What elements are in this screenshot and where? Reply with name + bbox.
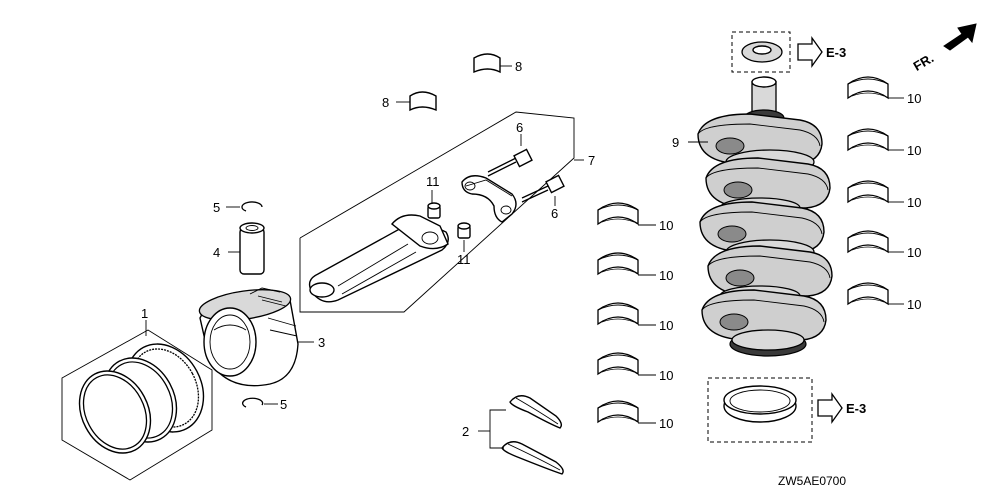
callout-9: 9 bbox=[672, 135, 679, 150]
callout-10-right-2: 10 bbox=[907, 143, 921, 158]
piston-pin-clip-bottom bbox=[242, 397, 278, 408]
callout-11-upper: 11 bbox=[426, 174, 440, 189]
rod-bearing-lower bbox=[396, 91, 437, 112]
leader-bracket-2 bbox=[478, 409, 506, 449]
callout-4: 4 bbox=[213, 245, 220, 260]
callout-10-left-1: 10 bbox=[659, 218, 673, 233]
rod-dowel-lower bbox=[457, 222, 471, 252]
callout-10-left-4: 10 bbox=[659, 368, 673, 383]
callout-5-bottom: 5 bbox=[280, 397, 287, 412]
callout-5-top: 5 bbox=[213, 200, 220, 215]
piston bbox=[198, 287, 314, 387]
rod-bolt-lower bbox=[521, 174, 565, 206]
callout-10-right-4: 10 bbox=[907, 245, 921, 260]
callout-10-right-5: 10 bbox=[907, 297, 921, 312]
diagram-code: ZW5AE0700 bbox=[778, 474, 846, 488]
callout-11-lower: 11 bbox=[457, 252, 471, 267]
rod-dowel-upper bbox=[427, 190, 441, 219]
callout-2: 2 bbox=[462, 424, 469, 439]
front-direction-arrow-icon bbox=[943, 23, 977, 51]
connecting-rod bbox=[308, 214, 449, 303]
front-label: FR. bbox=[911, 50, 937, 73]
callout-8-upper: 8 bbox=[515, 59, 522, 74]
main-bearings-left bbox=[597, 202, 656, 424]
crankshaft bbox=[688, 76, 833, 357]
callout-7: 7 bbox=[588, 153, 595, 168]
connecting-rod-assembly bbox=[299, 111, 584, 313]
front-oil-seal bbox=[731, 31, 823, 73]
callout-6-lower: 6 bbox=[551, 206, 558, 221]
callout-10-left-2: 10 bbox=[659, 268, 673, 283]
connecting-rod-cap bbox=[461, 175, 517, 223]
callout-6-upper: 6 bbox=[516, 120, 523, 135]
arrow-e3-top-icon bbox=[797, 35, 823, 69]
rod-bearing-upper bbox=[473, 53, 512, 74]
main-bearings-right bbox=[847, 76, 904, 305]
rear-oil-seal bbox=[707, 377, 843, 443]
callout-1: 1 bbox=[141, 306, 148, 321]
piston-rings-group bbox=[61, 320, 213, 481]
rings-outline-box bbox=[61, 329, 213, 481]
callout-10-left-3: 10 bbox=[659, 318, 673, 333]
piston-pin-clip-top bbox=[226, 201, 263, 212]
arrow-e3-bottom-icon bbox=[817, 391, 843, 425]
callout-8-lower: 8 bbox=[382, 95, 389, 110]
callout-3: 3 bbox=[318, 335, 325, 350]
rod-outline-box bbox=[299, 111, 575, 313]
ref-e3-bottom: E-3 bbox=[846, 401, 866, 416]
thrust-washer-lower bbox=[501, 441, 564, 475]
piston-pin bbox=[228, 222, 265, 275]
rod-bolt-upper bbox=[487, 134, 533, 177]
callout-10-left-5: 10 bbox=[659, 416, 673, 431]
callout-10-right-3: 10 bbox=[907, 195, 921, 210]
ref-e3-top: E-3 bbox=[826, 45, 846, 60]
piston-ring-oil bbox=[78, 370, 152, 454]
thrust-washer-upper bbox=[509, 395, 563, 429]
callout-10-right-1: 10 bbox=[907, 91, 921, 106]
